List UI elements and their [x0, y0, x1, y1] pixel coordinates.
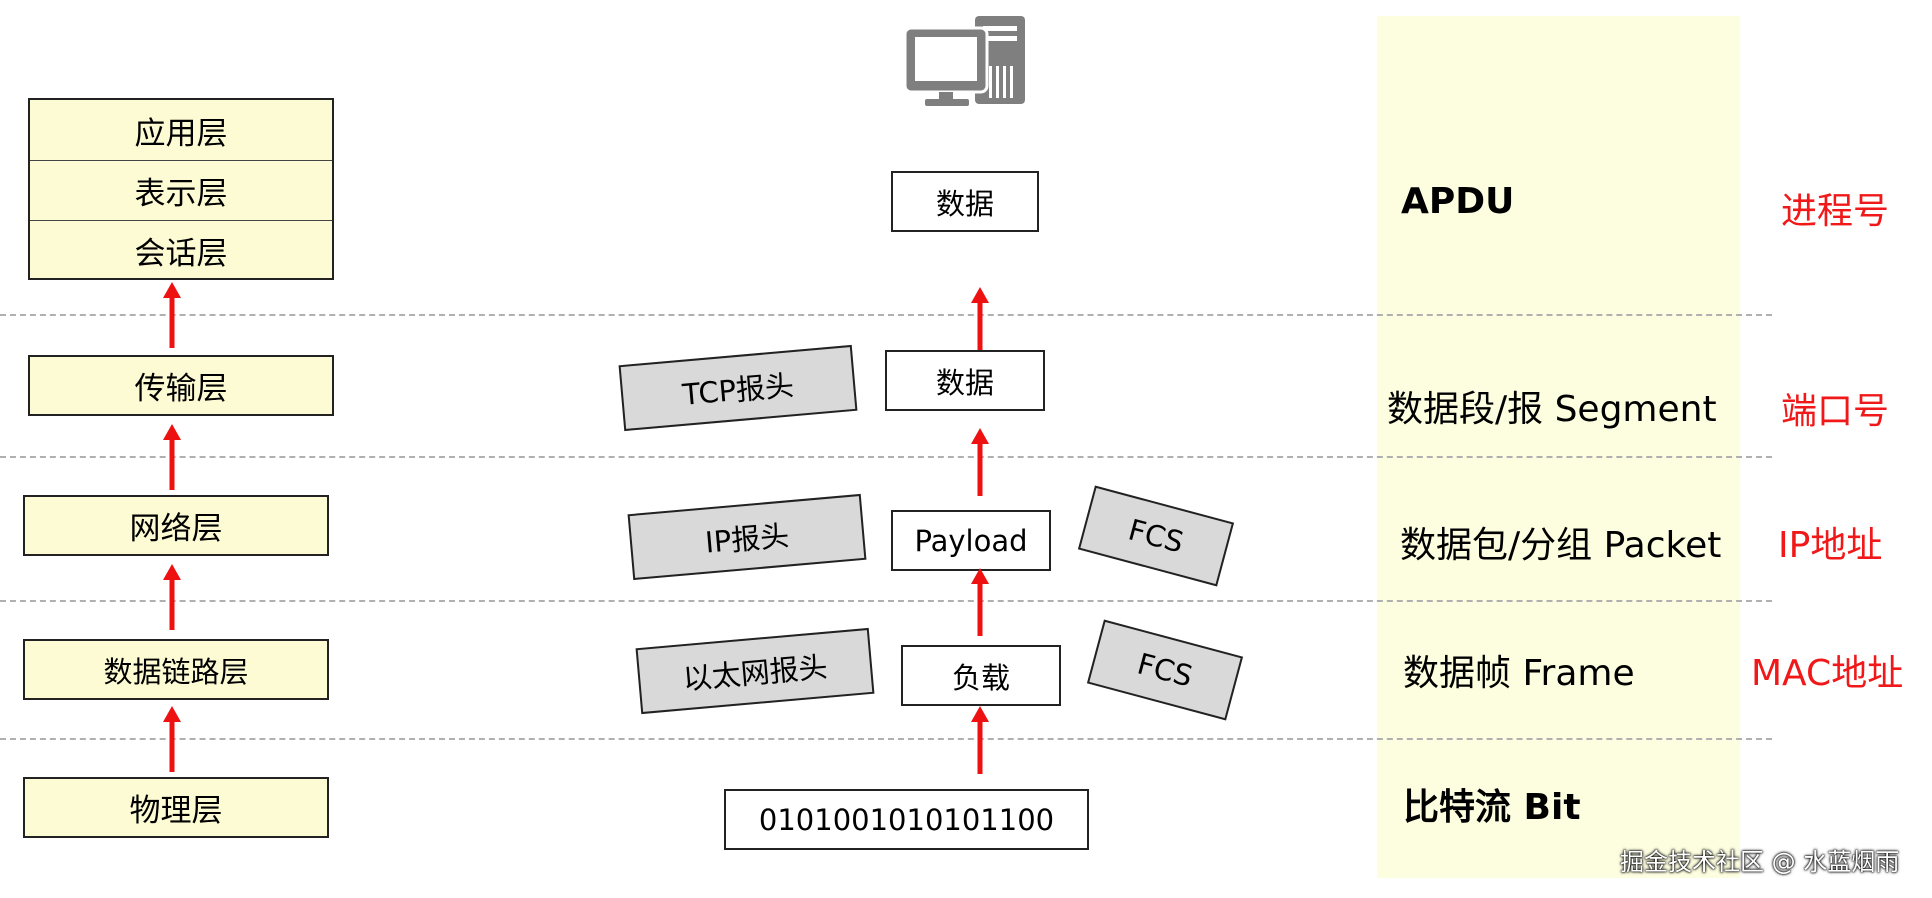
arrow-up-icon	[971, 706, 989, 774]
bitstream-box: 0101001010101100	[724, 789, 1089, 850]
layer-network: 网络层	[23, 495, 329, 556]
address-application: 进程号	[1781, 191, 1890, 232]
ip-payload-box: Payload	[891, 510, 1051, 571]
pdu-network: 数据包/分组 Packet	[1400, 525, 1722, 566]
layer-physical: 物理层	[23, 777, 329, 838]
layer-datalink: 数据链路层	[23, 639, 329, 700]
layer-presentation: 表示层	[30, 160, 332, 220]
pdu-physical: 比特流 Bit	[1403, 787, 1581, 828]
layer-divider	[0, 738, 1772, 740]
arrow-up-icon	[163, 282, 181, 348]
frame-payload-box: 负载	[901, 645, 1061, 706]
arrow-up-icon	[163, 424, 181, 490]
watermark: 掘金技术社区 @ 水蓝烟雨	[1620, 848, 1900, 876]
layer-application: 应用层	[134, 115, 228, 152]
app-data-box: 数据	[891, 171, 1039, 232]
frame-fcs-box: FCS	[1086, 619, 1244, 721]
upper-layers-group: 应用层 表示层 会话层	[28, 98, 334, 280]
pdu-datalink: 数据帧 Frame	[1403, 653, 1635, 694]
ip-fcs-box: FCS	[1077, 485, 1235, 587]
arrow-up-icon	[163, 564, 181, 630]
arrow-up-icon	[163, 706, 181, 772]
arrow-up-icon	[971, 428, 989, 496]
layer-divider	[0, 600, 1772, 602]
pdu-transport: 数据段/报 Segment	[1387, 389, 1717, 430]
layer-transport: 传输层	[28, 355, 334, 416]
pdu-application: APDU	[1401, 181, 1515, 222]
arrow-up-icon	[971, 287, 989, 355]
tcp-header-box: TCP报头	[618, 344, 858, 432]
address-datalink: MAC地址	[1751, 653, 1904, 694]
address-transport: 端口号	[1781, 391, 1890, 432]
computer-icon	[905, 16, 1025, 106]
ethernet-header-box: 以太网报头	[635, 627, 875, 715]
layer-session: 会话层	[30, 220, 332, 280]
segment-data-box: 数据	[885, 350, 1045, 411]
layer-divider	[0, 456, 1772, 458]
ip-header-box: IP报头	[627, 493, 867, 581]
layer-divider	[0, 314, 1772, 316]
pdu-column-band	[1377, 16, 1740, 878]
address-network: IP地址	[1778, 525, 1883, 566]
arrow-up-icon	[971, 568, 989, 636]
